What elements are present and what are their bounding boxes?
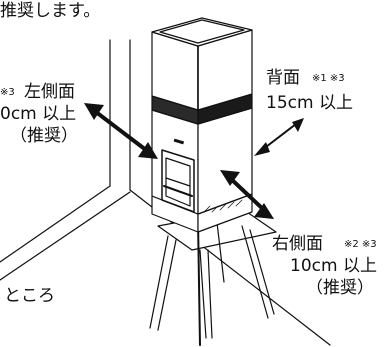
stand-leg-right: [241, 225, 275, 319]
top-text-fragment: 推奨します。: [0, 1, 101, 21]
right-side-note: ※2 ※3: [344, 239, 377, 250]
right-side-recommended: （推奨）: [306, 278, 374, 298]
back-clearance-arrow: [254, 118, 304, 156]
back-note: ※1 ※3: [312, 73, 345, 84]
back-title: 背面: [266, 68, 300, 88]
left-clearance-arrow: [84, 103, 158, 159]
status-indicator: [173, 138, 185, 145]
right-side-value: 10cm 以上: [290, 256, 377, 276]
left-side-note: ※3: [0, 87, 15, 98]
rear-shadow-hatching: [203, 199, 243, 213]
power-cable: [197, 219, 201, 346]
right-clearance-arrow: [220, 170, 274, 219]
left-side-recommended: （推奨）: [10, 126, 78, 146]
right-side-title: 右側面: [272, 234, 323, 254]
left-side-value: 0cm 以上: [0, 104, 77, 124]
tank-lid: [151, 17, 253, 47]
wall-baseboard: [0, 191, 131, 281]
left-side-title: 左側面: [24, 82, 75, 102]
wall-floor-left: [0, 185, 111, 263]
back-value: 15cm 以上: [266, 93, 353, 113]
dispenser-tray: [163, 185, 193, 197]
bottom-text-fragment: ところ: [4, 286, 55, 306]
stand-leg-front: [199, 249, 213, 339]
stand-leg-left: [149, 235, 177, 331]
